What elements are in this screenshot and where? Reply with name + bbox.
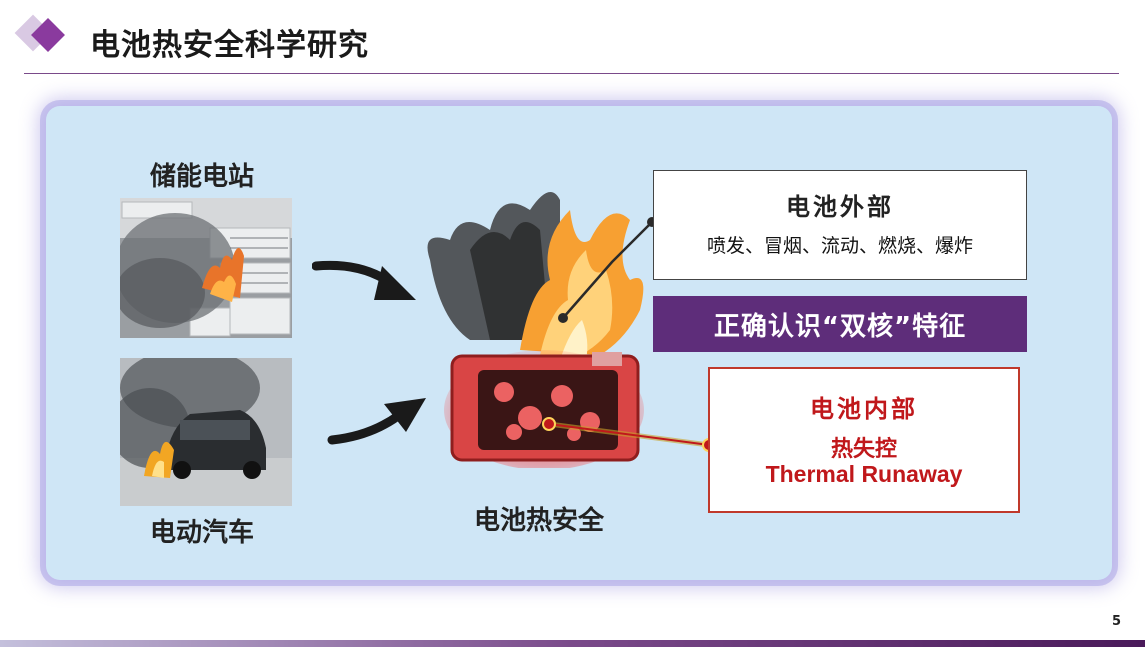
- battery-external-phenomena: 喷发、冒烟、流动、燃烧、爆炸: [706, 235, 973, 257]
- battery-external-box: 电池外部 喷发、冒烟、流动、燃烧、爆炸: [653, 170, 1027, 280]
- footer-bar: [0, 640, 1145, 647]
- logo-diamond-icon: [14, 14, 65, 52]
- battery-internal-box: 电池内部 热失控 Thermal Runaway: [708, 367, 1020, 513]
- arrow-vehicle-to-battery-icon: [327, 398, 426, 445]
- storage-station-fire-image: [120, 198, 292, 338]
- thermal-runaway-en: Thermal Runaway: [765, 461, 963, 487]
- dual-core-banner: 正确认识“双核”特征: [653, 296, 1027, 352]
- fire-smoke-icon: [427, 192, 644, 360]
- electric-vehicle-label: 电动汽车: [150, 518, 255, 548]
- page-number: 5: [1111, 614, 1121, 629]
- thermal-runaway-cn: 热失控: [830, 437, 897, 462]
- battery-thermal-safety-label: 电池热安全: [474, 506, 605, 536]
- storage-station-label: 储能电站: [150, 162, 255, 192]
- battery-cell-icon: [444, 350, 644, 468]
- battery-external-title: 电池外部: [786, 192, 894, 221]
- page-title: 电池热安全科学研究: [90, 28, 369, 63]
- arrow-storage-to-battery-icon: [312, 260, 416, 300]
- battery-internal-title: 电池内部: [810, 394, 918, 423]
- title-divider: [24, 73, 1119, 74]
- electric-vehicle-fire-image: [120, 358, 292, 506]
